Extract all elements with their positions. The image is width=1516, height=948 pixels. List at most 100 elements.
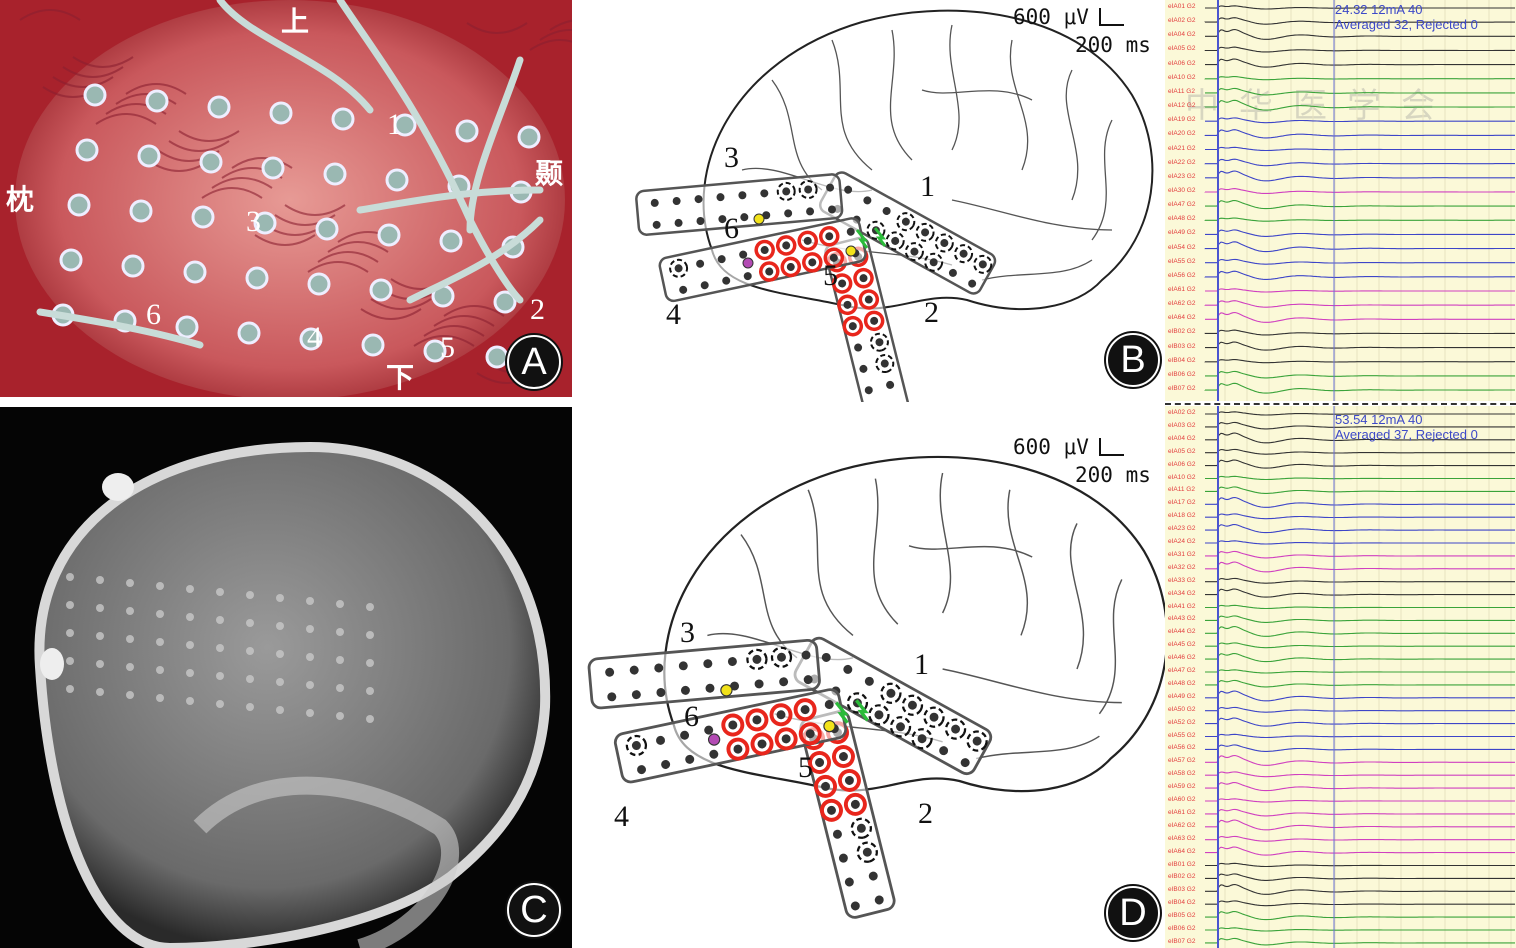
electrode-contact xyxy=(848,322,857,331)
orientation-left-label: 枕 xyxy=(6,183,35,216)
stim-info: 53.54 12mA 40 xyxy=(1335,412,1423,427)
cortex-surface xyxy=(15,0,565,397)
positive-response-ring xyxy=(774,727,798,751)
eeg-trace xyxy=(1205,561,1515,573)
electrode-contact xyxy=(752,715,762,725)
gyrus-line xyxy=(807,489,854,636)
positive-response-ring xyxy=(726,737,750,761)
gyrus-line xyxy=(951,199,1113,231)
electrode-shadow xyxy=(246,591,254,599)
strip-number-6: 6 xyxy=(724,212,739,245)
eeg-trace xyxy=(1205,459,1515,469)
electrode-contact xyxy=(856,823,866,833)
electrode-disc xyxy=(323,162,347,186)
scale-time: 200 ms xyxy=(1075,33,1151,57)
positive-response-ring xyxy=(842,315,864,337)
electrode-contact xyxy=(607,692,617,702)
eeg-trace xyxy=(1205,604,1515,610)
stimulation-bolt-icon xyxy=(855,229,869,249)
electrode-contact xyxy=(696,217,705,226)
electrode-contact xyxy=(901,217,910,226)
channel-label: eIA58 G2 xyxy=(1168,770,1196,778)
channel-label: eIA62 G2 xyxy=(1168,300,1196,308)
channel-label: eIB03 G2 xyxy=(1168,342,1196,350)
electrode-cable xyxy=(406,216,544,304)
electrode-strip xyxy=(658,217,867,303)
gyrus-line xyxy=(1098,579,1123,715)
electrode-contact xyxy=(718,215,727,224)
electrode-shadow xyxy=(186,585,194,593)
electrode-contact xyxy=(929,258,938,267)
electrode-shadow xyxy=(366,631,374,639)
channel-label: eIA04 G2 xyxy=(1168,434,1196,442)
electrode-strip xyxy=(799,710,896,919)
eeg-annotation: 24.32 12mA 40 Averaged 32, Rejected 0 xyxy=(1335,2,1478,32)
blood-vessel xyxy=(178,130,240,142)
positive-response-ring xyxy=(780,256,802,278)
electrode-shadow xyxy=(126,635,134,643)
positive-response-ring xyxy=(808,751,832,774)
electrode-contact xyxy=(784,209,793,218)
eeg-trace xyxy=(1205,513,1515,520)
blood-vessel xyxy=(125,83,187,95)
electrode-contact xyxy=(910,247,919,256)
eeg-trace xyxy=(1204,241,1515,253)
channel-label: eIA33 G2 xyxy=(1168,576,1196,584)
channel-label: eIA05 G2 xyxy=(1168,45,1196,53)
eeg-trace xyxy=(1205,58,1515,68)
electrode-contact xyxy=(656,735,665,745)
channel-label: eIA43 G2 xyxy=(1168,615,1196,623)
eeg-trace xyxy=(1205,937,1515,946)
tested-electrode-ring xyxy=(954,244,974,264)
tested-electrode-ring xyxy=(875,354,895,374)
electrode-contact xyxy=(650,198,659,207)
channel-label: eIA21 G2 xyxy=(1168,144,1196,152)
electrode-shadow xyxy=(336,684,344,692)
gyrus-line xyxy=(908,545,1033,558)
electrode-contact xyxy=(757,739,767,749)
eeg-trace xyxy=(1205,146,1515,152)
positive-response-ring xyxy=(721,713,745,737)
eeg-trace xyxy=(1205,927,1515,932)
electrode-shadow xyxy=(126,663,134,671)
electrode-contact xyxy=(832,829,842,839)
orientation-top-label: 上 xyxy=(281,5,310,38)
electrode-contact xyxy=(716,193,725,202)
blood-vessel xyxy=(307,261,369,273)
strip-number-5: 5 xyxy=(798,751,813,784)
electrode-contact xyxy=(875,338,884,347)
electrode-contact xyxy=(605,667,615,677)
electrode-contact xyxy=(727,657,737,667)
positive-response-ring xyxy=(837,768,861,792)
electrode-disc xyxy=(191,205,215,229)
electrode-disc xyxy=(485,345,509,369)
eeg-trace xyxy=(1204,300,1515,308)
panel-badge-c: C xyxy=(507,883,561,937)
positive-response-ring xyxy=(818,226,840,247)
electrode-contact xyxy=(821,652,831,662)
strip-number-3: 3 xyxy=(724,141,739,174)
electrode-disc xyxy=(253,211,277,235)
electrode-contact xyxy=(678,661,688,671)
brain-group xyxy=(635,9,1154,402)
brain-electrode-diagram xyxy=(635,8,1154,402)
positive-response-ring xyxy=(814,774,838,798)
positive-response-ring xyxy=(754,239,775,261)
tested-electrode-ring xyxy=(923,706,945,728)
channel-label: eIB02 G2 xyxy=(1168,873,1196,881)
channel-label: eIA20 G2 xyxy=(1168,130,1196,138)
blood-vessel xyxy=(413,335,475,347)
electrode-shadow xyxy=(336,712,344,720)
electrode-shadow xyxy=(126,691,134,699)
electrode-contact xyxy=(864,295,873,304)
electrode-disc xyxy=(517,125,541,149)
eeg-trace xyxy=(1205,229,1515,237)
tested-electrode-ring xyxy=(798,179,818,199)
blood-vessel xyxy=(201,187,263,199)
electrode-contact xyxy=(679,285,688,294)
electrode-contact xyxy=(696,259,705,268)
eeg-trace xyxy=(1205,690,1515,702)
eeg-trace xyxy=(1204,46,1515,53)
strip-number-2: 2 xyxy=(918,797,933,830)
eeg-trace xyxy=(1205,311,1515,323)
